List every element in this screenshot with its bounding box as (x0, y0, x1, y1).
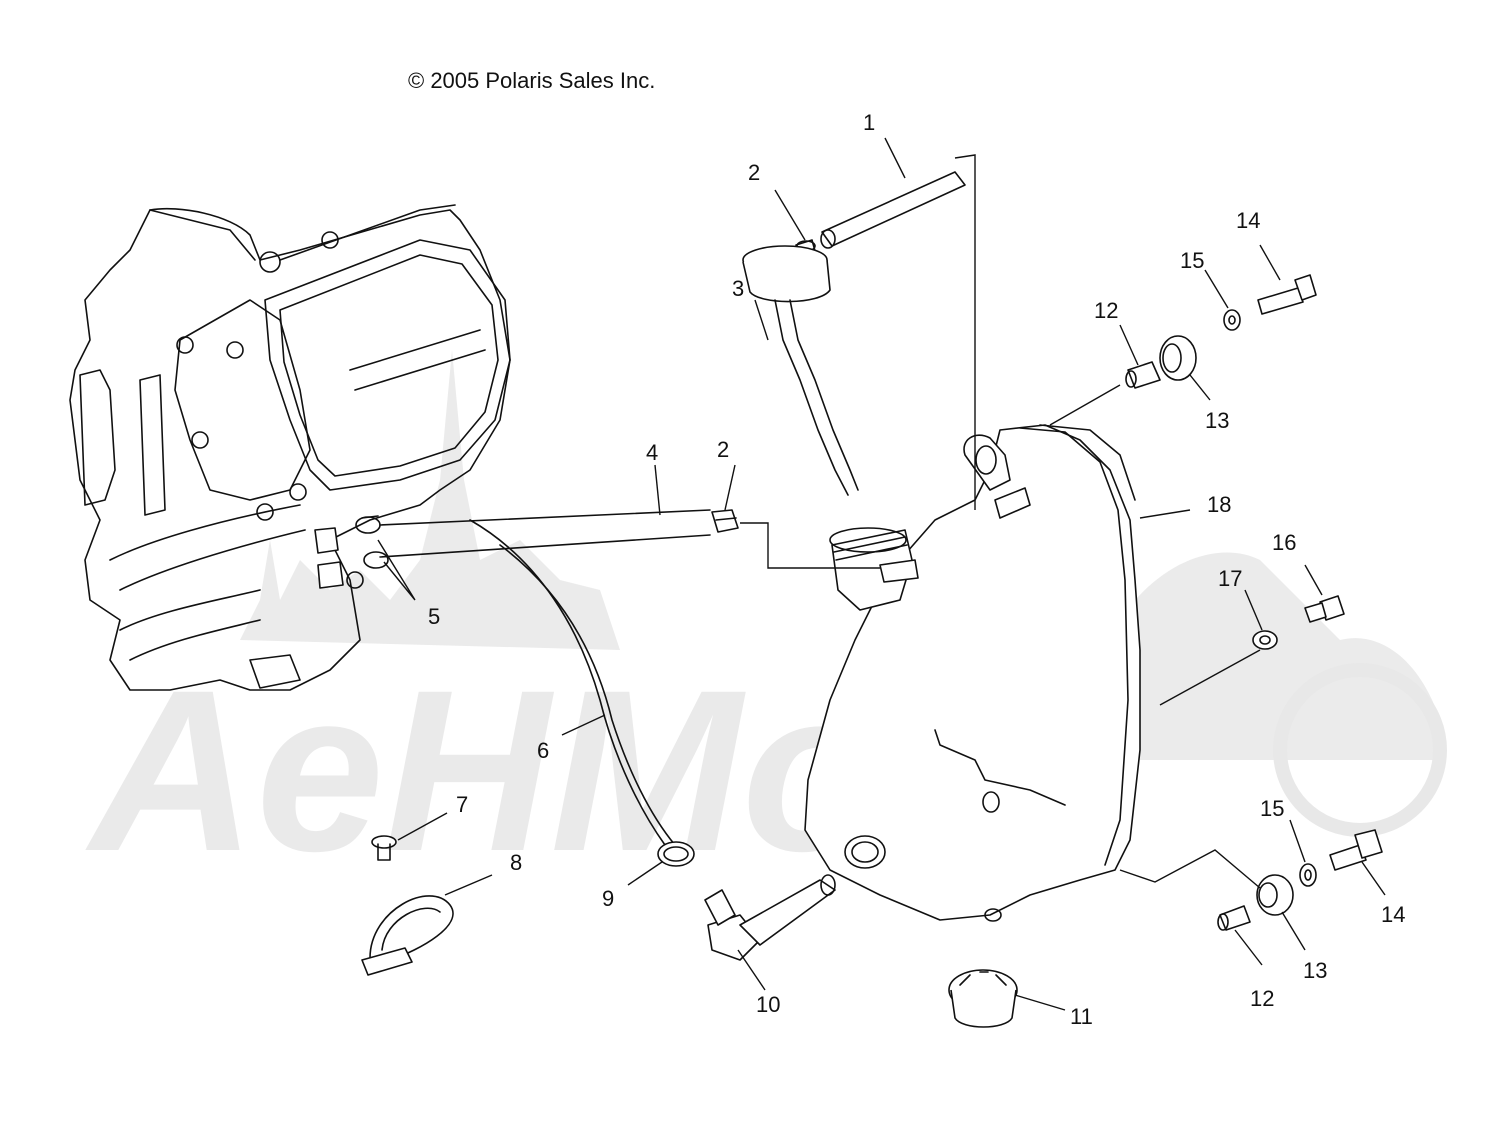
callout-7: 7 (456, 792, 468, 817)
hose-clamps-5 (355, 515, 389, 569)
leader-lines (377, 137, 1386, 1011)
callout-2: 2 (717, 437, 729, 462)
callout-6: 6 (537, 738, 549, 763)
callout-15: 15 (1260, 796, 1284, 821)
washer-17 (1252, 630, 1278, 650)
callout-13: 13 (1303, 958, 1327, 983)
hose-clamp-9 (657, 841, 695, 867)
elbow-fitting-10 (704, 874, 836, 961)
callout-2: 2 (748, 160, 760, 185)
oil-tank-18 (804, 424, 1141, 922)
callout-17: 17 (1218, 566, 1242, 591)
callout-15: 15 (1180, 248, 1204, 273)
callout-4: 4 (646, 440, 658, 465)
oil-hose-4 (379, 509, 711, 558)
callout-14: 14 (1381, 902, 1405, 927)
washer-15-upper (1223, 309, 1241, 331)
grommet-13-upper (1159, 335, 1197, 381)
callout-12: 12 (1094, 298, 1118, 323)
drain-plug-11 (948, 969, 1018, 1028)
callout-9: 9 (602, 886, 614, 911)
hose-clamp-2 (711, 509, 739, 533)
callout-10: 10 (756, 992, 780, 1017)
callout-8: 8 (510, 850, 522, 875)
callout-labels: 1 2 2 3 4 5 6 7 8 9 10 11 12 12 13 13 14… (428, 110, 1405, 1029)
bolt-14-upper (1257, 274, 1317, 315)
rivet-7 (371, 835, 397, 861)
copyright-text: © 2005 Polaris Sales Inc. (408, 68, 655, 93)
callout-1: 1 (863, 110, 875, 135)
bolt-14-lower (1329, 829, 1383, 871)
p-clamp-8 (361, 895, 454, 976)
callout-18: 18 (1207, 492, 1231, 517)
watermark-logo: AeHMoto (85, 350, 1447, 899)
callout-12: 12 (1250, 986, 1274, 1011)
oil-hose-6 (469, 519, 676, 846)
callout-3: 3 (732, 276, 744, 301)
engine-block (69, 204, 511, 691)
callout-16: 16 (1272, 530, 1296, 555)
callout-5: 5 (428, 604, 440, 629)
callout-14: 14 (1236, 208, 1260, 233)
sensor-16 (1304, 595, 1345, 623)
dipstick-3 (742, 245, 859, 496)
vent-tube-1 (820, 171, 966, 249)
grommet-13-lower (1256, 874, 1294, 916)
spacer-12-lower (1217, 905, 1251, 931)
washer-15-lower (1299, 863, 1317, 887)
spacer-12-upper (1125, 361, 1161, 389)
callout-13: 13 (1205, 408, 1229, 433)
callout-11: 11 (1070, 1004, 1093, 1029)
